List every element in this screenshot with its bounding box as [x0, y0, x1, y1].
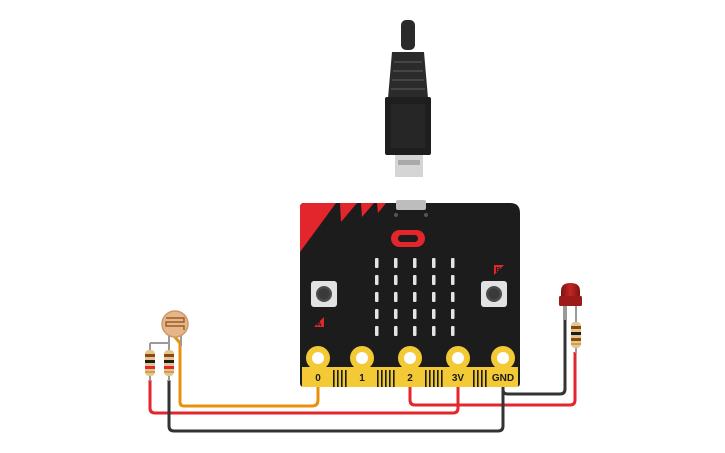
edge-finger — [481, 370, 483, 387]
edge-finger — [425, 370, 427, 387]
pin-gnd-label: GND — [492, 373, 514, 384]
usb-cable-wire — [401, 20, 415, 50]
edge-finger — [393, 370, 395, 387]
micro-usb-connector — [395, 155, 423, 177]
led-cell — [375, 292, 379, 302]
microbit-logo — [391, 230, 425, 247]
red-wire-right[interactable] — [408, 352, 577, 407]
microbit-board[interactable]: A B 0 1 2 — [300, 200, 520, 387]
led-cell — [451, 309, 455, 319]
led-cell — [375, 326, 379, 336]
led-cell — [375, 309, 379, 319]
led-cell — [432, 309, 436, 319]
pin-3v[interactable]: 3V — [446, 346, 470, 384]
edge-finger — [473, 370, 475, 387]
photoresistor-track — [165, 317, 185, 330]
edge-finger — [377, 370, 379, 387]
resistor-left-2[interactable] — [164, 348, 174, 381]
orange-wire[interactable] — [172, 335, 320, 408]
micro-usb-cable[interactable] — [385, 20, 431, 177]
edge-finger — [485, 370, 487, 387]
led-cell — [413, 258, 417, 268]
button-b[interactable]: B — [481, 265, 507, 307]
board-accent-shapes — [300, 203, 386, 252]
pin-gnd[interactable]: GND — [491, 346, 515, 384]
pin-0[interactable]: 0 — [306, 346, 330, 384]
edge-finger — [341, 370, 343, 387]
pin-0-label: 0 — [315, 373, 321, 384]
edge-connector — [302, 367, 518, 387]
pin-1[interactable]: 1 — [350, 346, 374, 384]
edge-finger — [381, 370, 383, 387]
led-cell — [394, 275, 398, 285]
led-cell — [375, 258, 379, 268]
led-cell — [394, 326, 398, 336]
black-wire-right[interactable] — [501, 304, 567, 396]
board-usb-socket — [396, 200, 426, 210]
pin-1-label: 1 — [359, 373, 365, 384]
led-cell — [451, 326, 455, 336]
led-cell — [432, 292, 436, 302]
led-cell — [432, 326, 436, 336]
usb-strain-relief — [388, 52, 428, 98]
led-cell — [394, 258, 398, 268]
led-cell — [451, 258, 455, 268]
button-a-marker: A — [314, 317, 324, 328]
edge-finger — [437, 370, 439, 387]
led-matrix — [375, 258, 455, 336]
led-cell — [432, 258, 436, 268]
led-cell — [394, 309, 398, 319]
led-dome — [561, 283, 580, 296]
edge-finger — [429, 370, 431, 387]
edge-finger — [441, 370, 443, 387]
edge-connector-fingers — [333, 370, 487, 387]
edge-finger — [385, 370, 387, 387]
led-cell — [451, 292, 455, 302]
pin-2-label: 2 — [407, 373, 413, 384]
led-cell — [451, 275, 455, 285]
edge-finger — [389, 370, 391, 387]
edge-finger — [433, 370, 435, 387]
edge-finger — [333, 370, 335, 387]
led-cell — [375, 275, 379, 285]
led-cell — [394, 292, 398, 302]
svg-text:B: B — [495, 267, 500, 274]
resistor-right[interactable] — [571, 316, 581, 353]
button-b-marker: B — [494, 265, 504, 275]
edge-finger — [345, 370, 347, 387]
edge-finger — [337, 370, 339, 387]
led-cell — [432, 275, 436, 285]
photoresistor[interactable] — [161, 310, 189, 350]
led-cell — [413, 275, 417, 285]
led-base — [559, 296, 582, 306]
red-led[interactable] — [559, 283, 582, 320]
led-cell — [413, 326, 417, 336]
board-body — [300, 203, 520, 387]
edge-finger — [477, 370, 479, 387]
led-cell — [413, 292, 417, 302]
pin-2[interactable]: 2 — [398, 346, 422, 384]
button-a[interactable]: A — [311, 281, 337, 328]
pin-3v-label: 3V — [452, 373, 465, 384]
resistor-left-1[interactable] — [145, 342, 169, 381]
red-wire-left[interactable] — [148, 352, 460, 415]
black-wire-bottom[interactable] — [167, 352, 505, 433]
svg-text:A: A — [316, 321, 321, 328]
led-cell — [413, 309, 417, 319]
